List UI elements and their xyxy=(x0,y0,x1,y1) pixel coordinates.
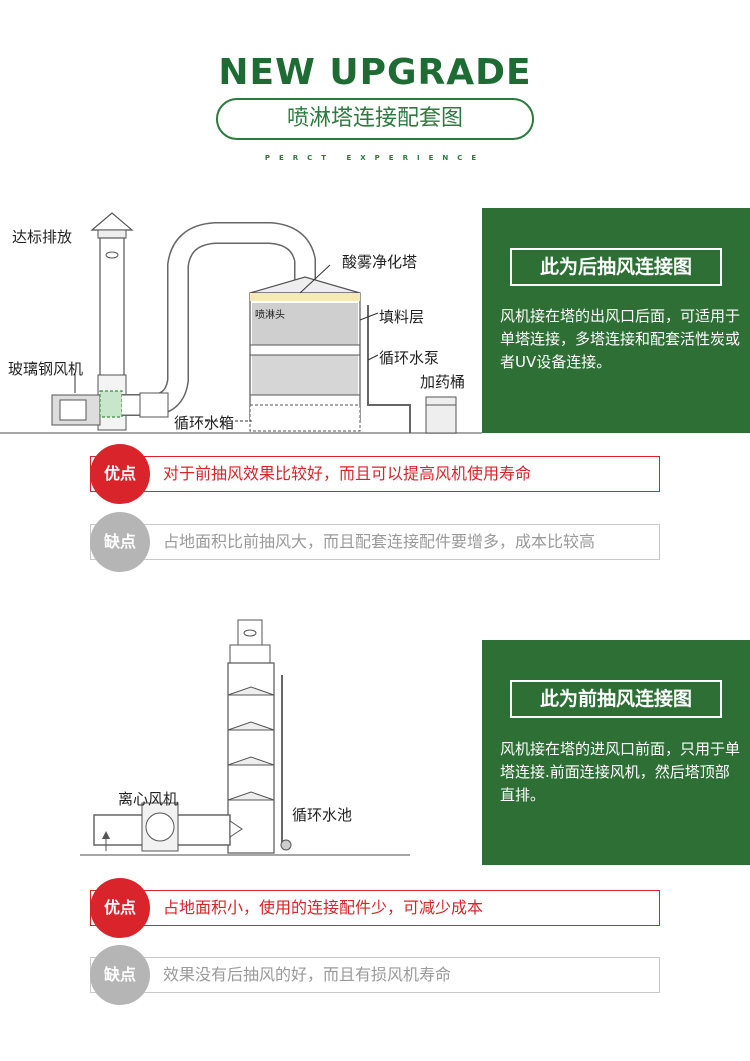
label-discharge: 达标排放 xyxy=(12,228,73,246)
label-packing: 填料层 xyxy=(379,308,425,326)
panel-title: 此为后抽风连接图 xyxy=(510,248,722,286)
label-tower: 酸雾净化塔 xyxy=(342,253,418,271)
tagline: PERCT EXPERIENCE xyxy=(264,154,486,162)
panel-description: 风机接在塔的出风口后面，可适用于单塔连接，多塔连接和配套活性炭或者UV设备连接。 xyxy=(500,307,741,371)
rear-exhaust-diagram xyxy=(0,212,482,434)
label-centrifugal-fan: 离心风机 xyxy=(118,790,179,808)
label-spray-head: 喷淋头 xyxy=(255,310,285,321)
label-fan: 玻璃钢风机 xyxy=(8,360,84,378)
con-row: 占地面积比前抽风大，而且配套连接配件要增多，成本比较高 xyxy=(90,524,660,560)
rear-exhaust-panel: 此为后抽风连接图 风机接在塔的出风口后面，可适用于单塔连接，多塔连接和配套活性炭… xyxy=(482,208,750,433)
label-pump: 循环水泵 xyxy=(379,349,440,367)
pro-row: 对于前抽风效果比较好，而且可以提高风机使用寿命 xyxy=(90,456,660,492)
panel-description: 风机接在塔的进风口前面，只用于单塔连接.前面连接风机，然后塔顶部直排。 xyxy=(500,740,741,804)
con-row: 效果没有后抽风的好，而且有损风机寿命 xyxy=(90,957,660,993)
pro-badge: 优点 xyxy=(90,878,150,938)
panel-title: 此为前抽风连接图 xyxy=(510,680,722,718)
page-subtitle: 喷淋塔连接配套图 xyxy=(216,98,534,140)
pro-badge: 优点 xyxy=(90,444,150,504)
page-headline: NEW UPGRADE xyxy=(218,52,532,93)
label-dosing: 加药桶 xyxy=(420,373,466,391)
label-tank: 循环水箱 xyxy=(174,414,235,432)
con-badge: 缺点 xyxy=(90,945,150,1005)
label-pool: 循环水池 xyxy=(292,806,353,824)
con-badge: 缺点 xyxy=(90,512,150,572)
pro-row: 占地面积小，使用的连接配件少，可减少成本 xyxy=(90,890,660,926)
front-exhaust-panel: 此为前抽风连接图 风机接在塔的进风口前面，只用于单塔连接.前面连接风机，然后塔顶… xyxy=(482,640,750,865)
front-exhaust-diagram xyxy=(80,619,410,856)
